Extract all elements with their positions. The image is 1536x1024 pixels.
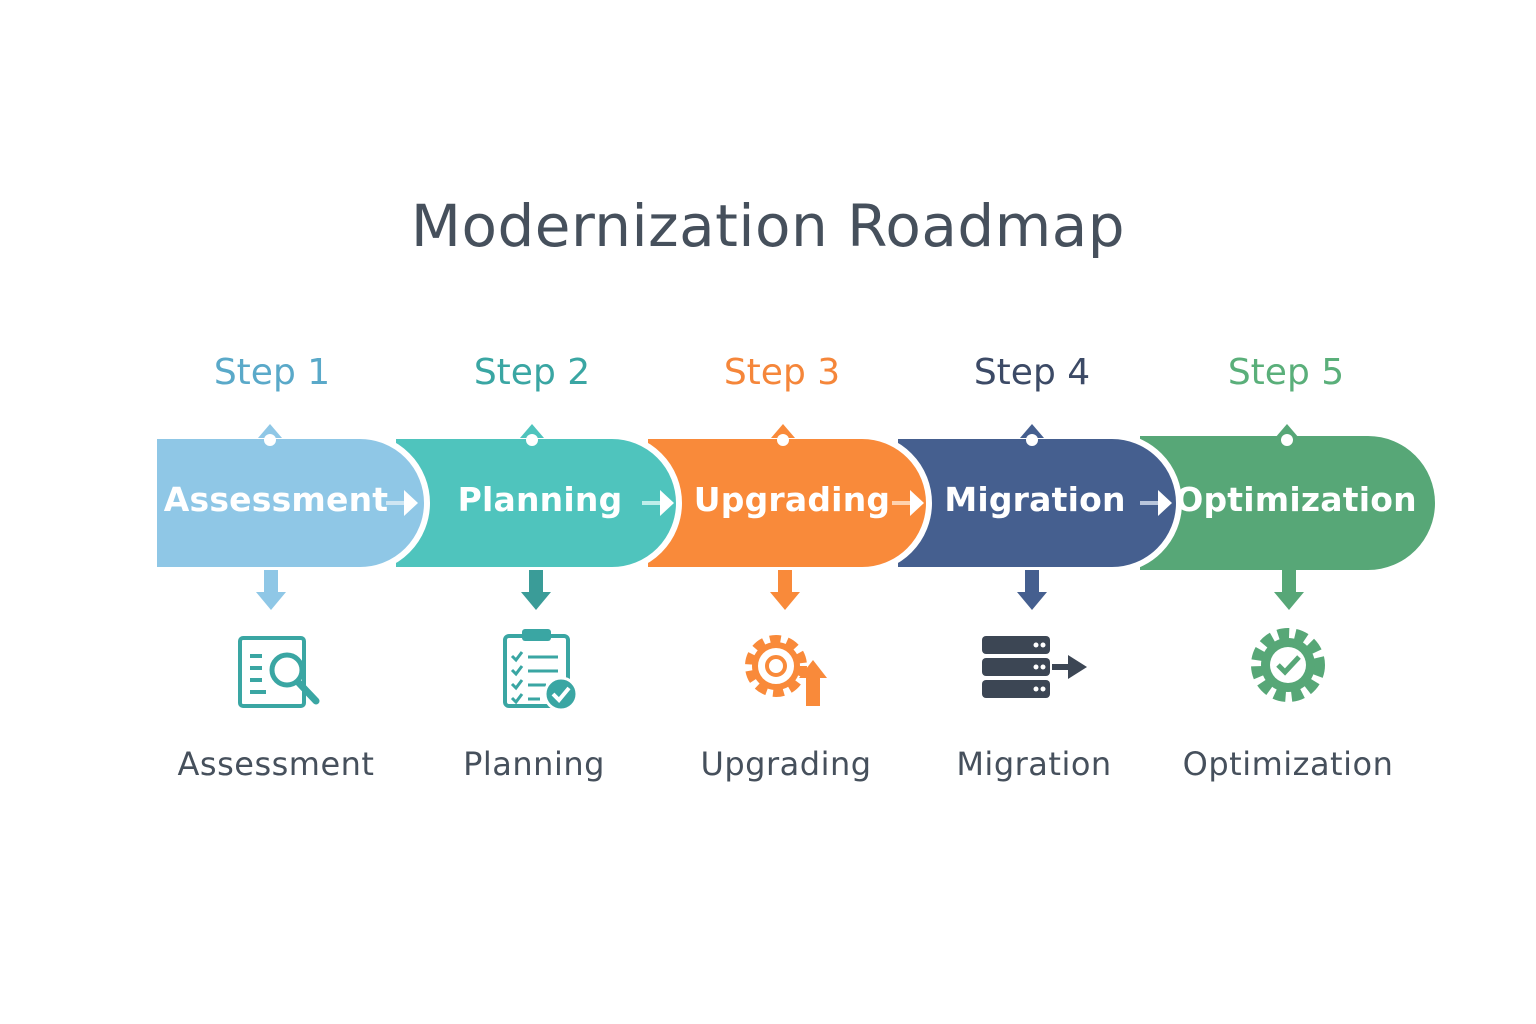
tab-marker-1	[258, 424, 282, 446]
arrow-icon-1	[386, 490, 418, 516]
caption-optimization: Optimization	[1182, 745, 1394, 783]
segment-migration	[892, 433, 1182, 573]
bar-label-upgrading: Upgrading	[693, 480, 891, 519]
caption-migration: Migration	[956, 745, 1112, 783]
tab-marker-5	[1275, 424, 1299, 446]
arrow-icon-4	[1140, 490, 1172, 516]
clipboard-search-icon	[238, 636, 320, 708]
arrow-icon-2	[642, 490, 674, 516]
caption-upgrading: Upgrading	[700, 745, 872, 783]
down-arrow-5	[1274, 570, 1304, 610]
gear-check-icon	[1251, 628, 1325, 702]
down-arrow-3	[770, 570, 800, 610]
down-arrow-2	[521, 570, 551, 610]
bar-label-optimization: Optimization	[1175, 480, 1417, 519]
down-arrow-4	[1017, 570, 1047, 610]
checklist-icon	[503, 629, 579, 712]
caption-assessment: Assessment	[177, 745, 375, 783]
step-label-4: Step 4	[973, 352, 1091, 393]
step-label-5: Step 5	[1227, 352, 1345, 393]
page-title: Modernization Roadmap	[410, 192, 1126, 260]
tab-marker-3	[771, 424, 795, 446]
bar-label-migration: Migration	[944, 480, 1126, 519]
caption-planning: Planning	[463, 745, 605, 783]
arrow-icon-3	[892, 490, 924, 516]
step-label-2: Step 2	[473, 352, 591, 393]
step-label-3: Step 3	[723, 352, 841, 393]
bar-label-planning: Planning	[457, 480, 623, 519]
segment-upgrading	[642, 433, 932, 573]
down-arrow-1	[256, 570, 286, 610]
tab-marker-2	[520, 424, 544, 446]
bar-label-assessment: Assessment	[163, 480, 389, 519]
segment-assessment	[149, 433, 430, 573]
segment-planning	[390, 433, 682, 573]
step-label-1: Step 1	[213, 352, 331, 393]
segment-optimization	[1140, 436, 1435, 570]
server-migrate-icon	[982, 636, 1087, 698]
tab-marker-4	[1020, 424, 1044, 446]
gear-upgrade-icon	[745, 635, 827, 706]
